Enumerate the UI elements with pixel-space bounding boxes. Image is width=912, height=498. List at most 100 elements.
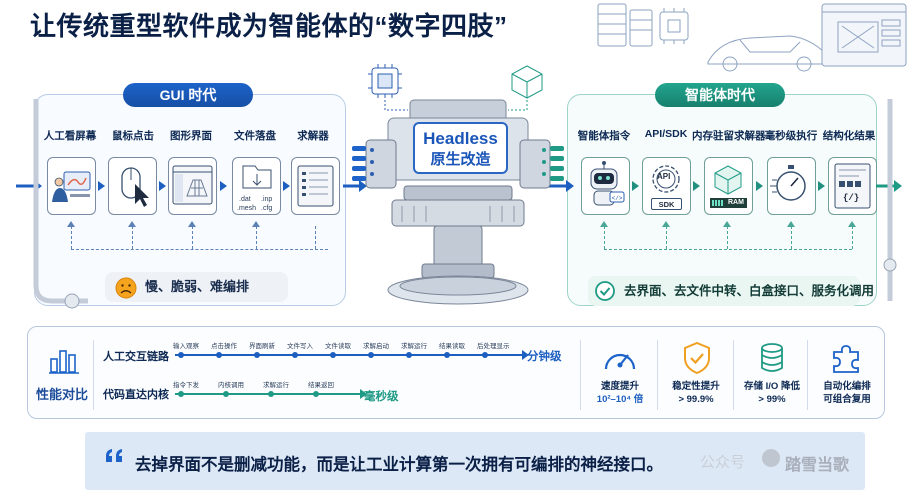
metric-speed: 速度提升 10²–10⁴ 倍 xyxy=(575,380,665,406)
gui-summary-text: 慢、脆弱、难编排 xyxy=(145,279,250,294)
gui-era-title: GUI 时代 xyxy=(123,83,253,107)
timeline-point-label: 界面刷新 xyxy=(249,343,275,350)
headless-title: Headless xyxy=(423,129,498,148)
watermark-text: 公众号 xyxy=(700,454,746,471)
timeline-point xyxy=(223,391,229,397)
code-chain-label: 代码直达内核 xyxy=(103,389,169,401)
feedback-arrow xyxy=(600,221,608,227)
solver-card xyxy=(291,157,340,215)
performance-comparison-panel xyxy=(27,326,885,419)
stopwatch-icon xyxy=(770,165,806,201)
api-label: API xyxy=(657,172,671,181)
human-chain-label: 人工交互链路 xyxy=(103,351,169,363)
author-watermark: 踏雪当歌 xyxy=(785,457,850,474)
file-card: .dat .inp .mesh .cfg xyxy=(232,157,281,215)
shield-check-icon xyxy=(684,341,710,375)
robot-icon: </> xyxy=(590,161,625,206)
metric-speed-label: 速度提升 xyxy=(600,381,639,392)
metric-orchestration-label: 自动化编排 xyxy=(823,381,871,392)
timeline-point xyxy=(313,391,319,397)
timeline-point-label: 求解运行 xyxy=(263,382,289,389)
solver-list-icon xyxy=(297,165,334,207)
feedback-arrow xyxy=(723,221,731,227)
timeline-point xyxy=(178,352,184,358)
feedback-arrow xyxy=(128,221,136,227)
flow-arrow xyxy=(220,181,227,191)
timeline-point-label: 文件写入 xyxy=(287,343,313,350)
gui-step-label: 人工看屏幕 xyxy=(43,130,97,142)
feedback-loop xyxy=(132,226,133,249)
native-refactor-title: 原生改造 xyxy=(430,151,491,168)
timeline-point xyxy=(482,352,488,358)
memory-solver-card: RAM xyxy=(704,157,753,215)
quote-mark-icon xyxy=(106,449,122,462)
divider xyxy=(807,340,808,410)
page-title: 让传统重型软件成为智能体的“数字四肢” xyxy=(30,11,508,41)
agent-step-label: 智能体指令 xyxy=(577,130,631,142)
metric-io-value: > 99% xyxy=(758,394,786,405)
mouse-card xyxy=(108,157,157,215)
quote-text: 去掉界面不是删减功能，而是让工业计算第一次拥有可编排的神经接口。 xyxy=(135,456,663,474)
metric-stability: 稳定性提升 > 99.9% xyxy=(651,380,741,406)
wechat-logo-icon xyxy=(762,449,780,467)
flow-arrow xyxy=(283,181,290,191)
headless-label-box: Headless 原生改造 xyxy=(413,122,508,174)
puzzle-icon xyxy=(833,345,859,373)
agent-step-label: 内存驻留求解器 xyxy=(692,130,766,142)
database-icon xyxy=(761,343,783,372)
timeline-point xyxy=(368,352,374,358)
metric-stability-value: > 99.9% xyxy=(678,394,714,405)
file-ext: .inp xyxy=(261,196,273,203)
result-card: {/} xyxy=(828,157,877,215)
robot-card: </> xyxy=(581,157,630,215)
api-card: API SDK xyxy=(642,157,691,215)
feedback-arrow xyxy=(848,221,856,227)
flow-arrow xyxy=(632,181,639,191)
timeline-point-label: 文件读取 xyxy=(325,343,351,350)
structured-result-icon xyxy=(834,163,871,209)
gui-output-arrow xyxy=(343,180,367,192)
person-monitor-card xyxy=(47,157,96,215)
agent-step-label: API/SDK xyxy=(644,128,688,140)
feedback-loop xyxy=(192,226,193,249)
timeline-point-label: 内核调用 xyxy=(218,382,244,389)
sad-face-icon xyxy=(115,277,137,299)
code-braces-label: {/} xyxy=(843,193,860,203)
timeline-point xyxy=(254,352,260,358)
feedback-arrow xyxy=(188,221,196,227)
mouse-click-icon xyxy=(121,167,149,207)
gui-step-label: 求解器 xyxy=(297,130,329,142)
feedback-loop xyxy=(71,249,328,250)
feedback-loop xyxy=(604,226,605,249)
bar-chart-icon xyxy=(49,350,79,374)
timeline-point-label: 点击操作 xyxy=(211,343,237,350)
timeline-point xyxy=(292,352,298,358)
flow-arrow xyxy=(756,181,763,191)
svg-text:</>: </> xyxy=(612,195,623,202)
ram-label: RAM xyxy=(728,199,744,206)
divider xyxy=(580,340,581,410)
feedback-loop xyxy=(791,226,792,249)
timeline-point-label: 输入观察 xyxy=(173,343,199,350)
agent-summary-text: 去界面、去文件中转、白盒接口、服务化调用 xyxy=(624,284,875,298)
pipe-decoration xyxy=(883,99,897,301)
metric-stability-label: 稳定性提升 xyxy=(672,381,720,392)
speedometer-icon xyxy=(604,353,636,370)
metric-io: 存储 I/O 降低 > 99% xyxy=(727,380,817,406)
agent-input-arrow xyxy=(548,180,574,192)
timeline-point-label: 结果读取 xyxy=(439,343,465,350)
check-circle-icon xyxy=(595,281,615,301)
flow-arrow xyxy=(818,181,825,191)
metric-orchestration-value: 可组合复用 xyxy=(823,394,871,405)
metric-orchestration: 自动化编排 可组合复用 xyxy=(802,380,892,406)
feedback-loop xyxy=(256,226,257,249)
timeline-point-label: 求解运行 xyxy=(401,343,427,350)
timeline-point xyxy=(178,391,184,397)
feedback-arrow xyxy=(252,221,260,227)
feedback-arrow xyxy=(67,221,75,227)
header-illustration xyxy=(597,3,907,72)
pipe-decoration xyxy=(33,99,88,309)
millisecond-level-label: 毫秒级 xyxy=(364,391,399,403)
timeline-arrow xyxy=(360,389,367,399)
